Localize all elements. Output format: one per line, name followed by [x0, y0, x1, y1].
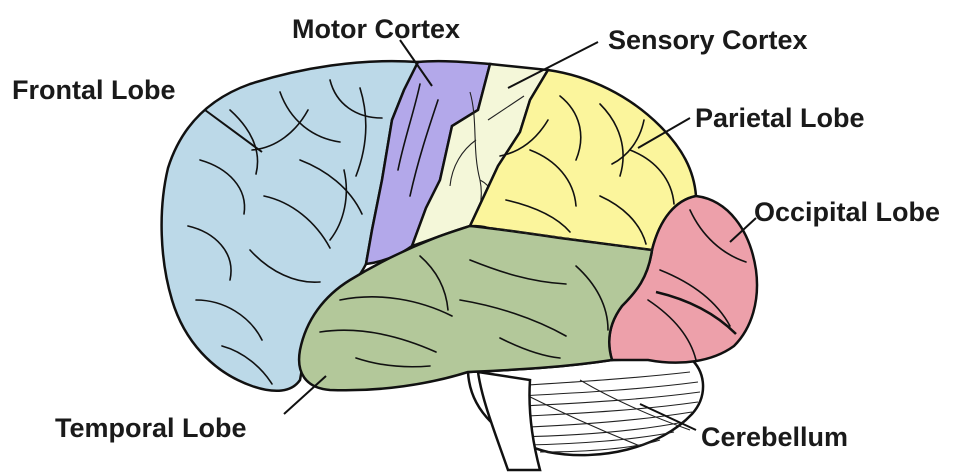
- motor-cortex-label: Motor Cortex: [292, 14, 460, 44]
- cerebellum-label: Cerebellum: [701, 422, 848, 452]
- parietal-lobe-label: Parietal Lobe: [695, 103, 865, 133]
- temporal-lobe-label: Temporal Lobe: [55, 413, 247, 443]
- brain-stem: [478, 372, 540, 470]
- sensory-cortex-label: Sensory Cortex: [608, 25, 808, 55]
- frontal-lobe-label: Frontal Lobe: [12, 75, 176, 105]
- occipital-lobe-label: Occipital Lobe: [754, 197, 940, 227]
